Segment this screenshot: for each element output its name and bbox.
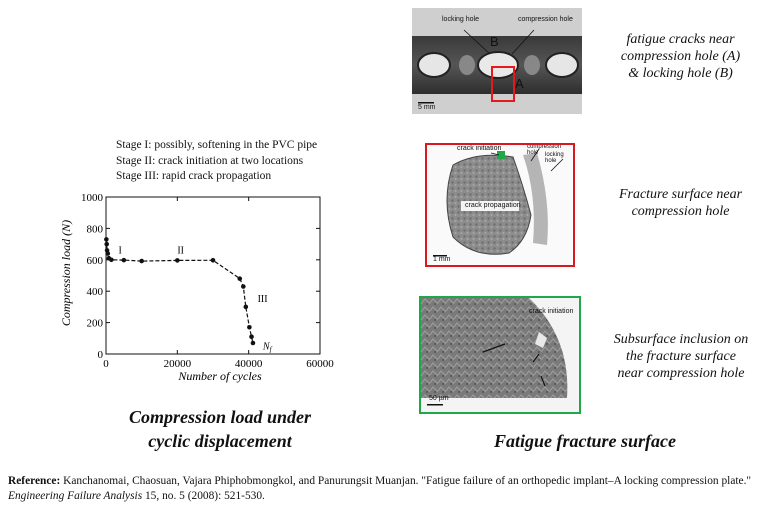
y-tick-label: 0 <box>98 349 104 361</box>
data-point <box>104 237 109 242</box>
stage-list: Stage I: possibly, softening in the PVC … <box>116 138 317 185</box>
data-point <box>121 257 127 263</box>
locking-hole-label: locking hole <box>545 152 564 164</box>
y-tick-label: 200 <box>87 318 104 330</box>
y-tick-label: 600 <box>87 255 104 267</box>
top-desc-line-3: & locking hole (B) <box>628 66 733 81</box>
stage-2-text: Stage II: crack initiation at two locati… <box>116 154 304 167</box>
top-desc-line-1: fatigue cracks near <box>626 32 735 47</box>
middle-photo-description: Fracture surface near compression hole <box>598 186 763 220</box>
plate-photo-drawing <box>412 8 582 114</box>
photos-caption: Fatigue fracture surface <box>494 431 676 451</box>
locking-hole-label: locking hole <box>442 16 479 23</box>
inclusion-drawing <box>421 298 568 406</box>
data-point <box>109 257 114 263</box>
data-point <box>139 258 144 264</box>
x-tick-label: 60000 <box>306 358 334 370</box>
middle-desc-line-2: compression hole <box>631 204 730 219</box>
data-point <box>241 284 246 289</box>
middle-desc-line-1: Fracture surface near <box>618 187 743 202</box>
top-desc-line-2: compression hole (A) <box>620 49 741 64</box>
chart-caption-line-1: Compression load under <box>128 407 312 427</box>
chart-caption-line-2: cyclic displacement <box>148 431 292 451</box>
bottom-desc-line-1: Subsurface inclusion on <box>613 332 749 347</box>
x-tick-label: 0 <box>103 358 109 370</box>
data-point <box>210 257 216 263</box>
compression-hole-label: compression hole <box>518 16 573 23</box>
label-a: A <box>515 76 524 91</box>
compression-hole-label: compression hole <box>527 144 562 156</box>
x-tick-label: 20000 <box>164 358 192 370</box>
crack-propagation-label: crack propagation <box>465 202 521 209</box>
reference-tail: 15, no. 5 (2008): 521-530. <box>142 490 265 502</box>
label-b: B <box>490 34 499 49</box>
reference-journal: Engineering Failure Analysis <box>8 490 143 502</box>
y-tick-label: 400 <box>87 286 104 298</box>
data-point <box>249 334 254 340</box>
top-photo-description: fatigue cracks near compression hole (A)… <box>598 31 763 82</box>
data-point <box>250 340 256 346</box>
reference-text: Kanchanomai, Chaosuan, Vajara Phiphobmon… <box>60 475 752 487</box>
y-axis-label: Compression load (N) <box>59 220 73 326</box>
fracture-surface-photo: crack initiation compression hole lockin… <box>425 143 575 267</box>
reference: Reference: Kanchanomai, Chaosuan, Vajara… <box>8 474 760 504</box>
inclusion-photo: crack initiation 50 µm <box>419 296 581 414</box>
plate-photo: locking hole compression hole B A 5 mm <box>412 8 582 114</box>
top-scale-label: 5 mm <box>418 104 436 111</box>
stage-1-text: Stage I: possibly, softening in the PVC … <box>116 139 318 151</box>
crack-initiation-label: crack initiation <box>529 308 574 315</box>
x-axis-label: Number of cycles <box>177 369 262 383</box>
chart-annotation: III <box>258 294 268 305</box>
bottom-scale-label: 50 µm <box>429 395 449 402</box>
y-tick-label: 800 <box>87 223 104 235</box>
bottom-desc-line-3: near compression hole <box>617 366 745 381</box>
chart-annotation: II <box>177 246 184 257</box>
data-point <box>104 241 110 247</box>
plot-frame <box>105 196 321 355</box>
chart-annotation: Nf <box>262 341 273 353</box>
middle-scale-label: 1 mm <box>433 256 451 263</box>
data-point <box>243 304 249 310</box>
y-tick-label: 1000 <box>81 192 104 204</box>
data-point <box>175 258 180 263</box>
chart-caption: Compression load under cyclic displaceme… <box>70 405 370 453</box>
fracture-surface-drawing <box>433 148 564 257</box>
chart-annotation: I <box>118 246 121 257</box>
data-point <box>247 325 252 330</box>
crack-initiation-label: crack initiation <box>457 145 502 152</box>
bottom-desc-line-2: the fracture surface <box>626 349 736 364</box>
x-tick-label: 40000 <box>235 358 263 370</box>
reference-label: Reference: <box>8 475 61 487</box>
data-point <box>237 276 243 281</box>
stage-3-text: Stage III: rapid crack propagation <box>116 170 272 182</box>
data-point <box>105 251 111 256</box>
bottom-photo-description: Subsurface inclusion on the fracture sur… <box>596 331 766 382</box>
